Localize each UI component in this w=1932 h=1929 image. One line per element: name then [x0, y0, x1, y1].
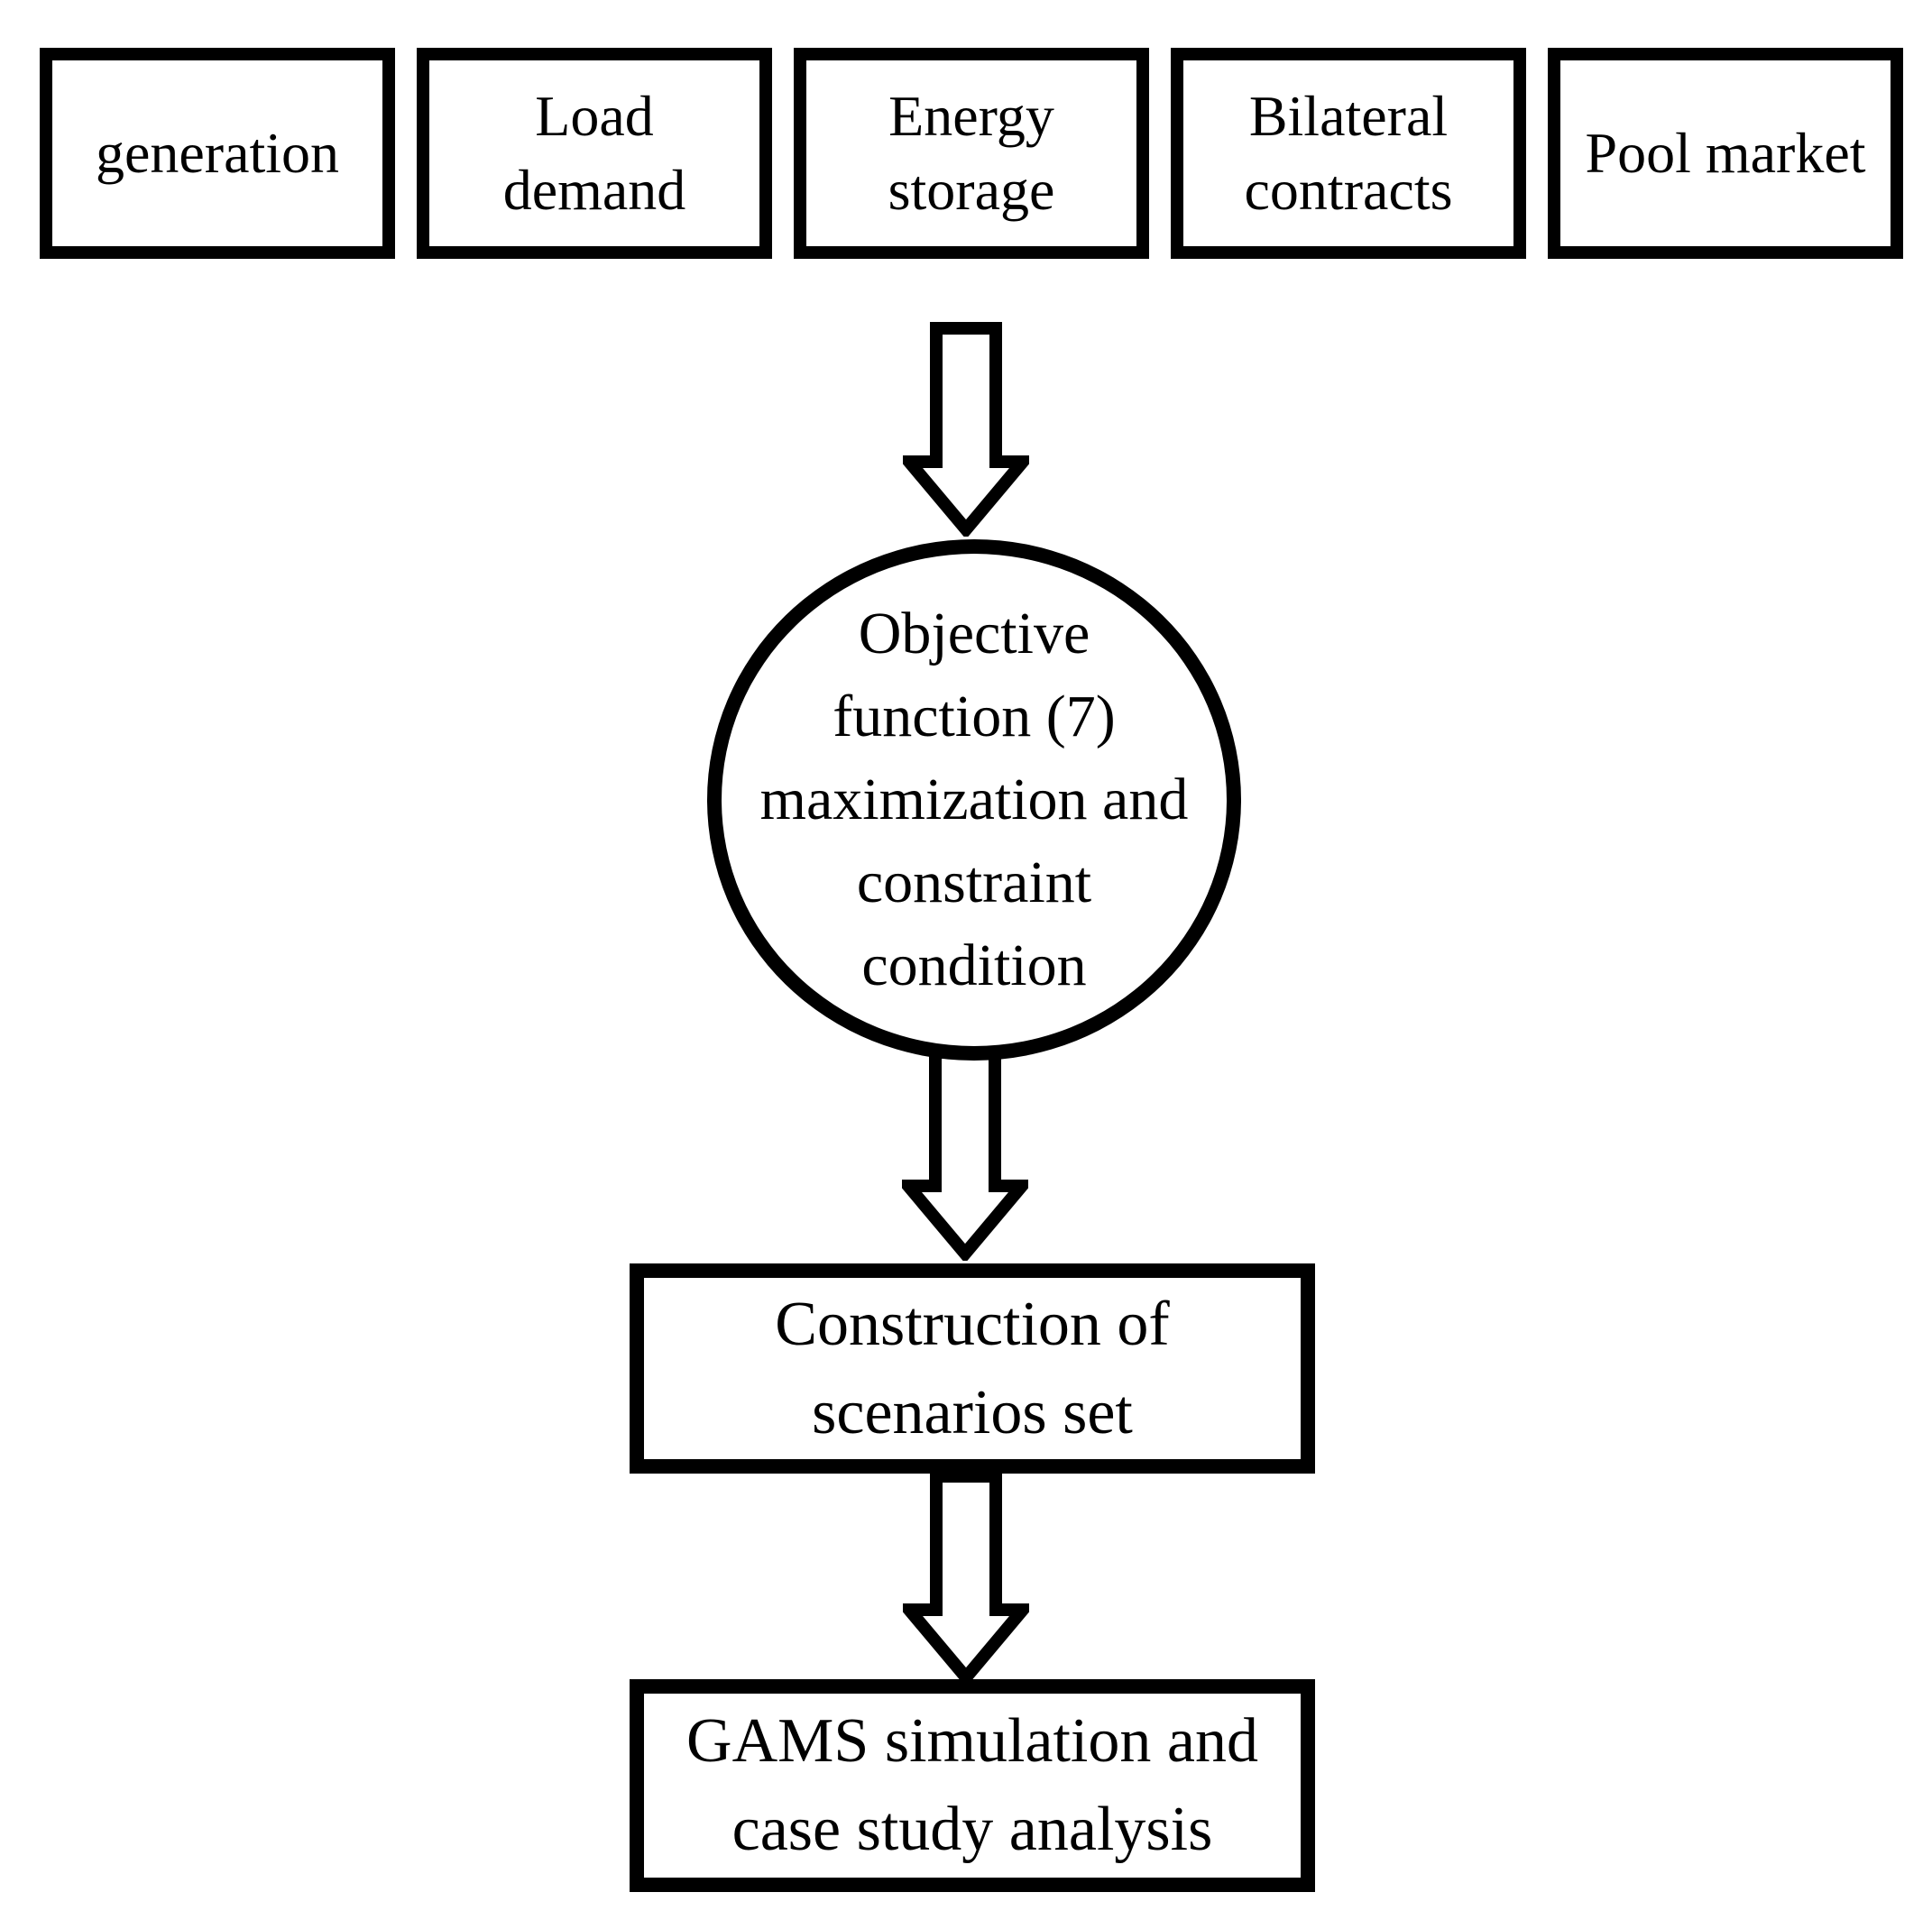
- node-objective-function-circle: Objective function (7) maximization and …: [707, 539, 1241, 1061]
- node-pool-market: Pool market: [1548, 48, 1903, 259]
- down-arrow-icon-construction-to-gams: [903, 1470, 1029, 1685]
- node-bilateral-contracts: Bilateral contracts: [1171, 48, 1526, 259]
- down-arrow-icon-objective-to-construction: [902, 1046, 1028, 1261]
- node-gams-simulation: GAMS simulation and case study analysis: [630, 1679, 1315, 1892]
- node-load-demand: Load demand: [417, 48, 772, 259]
- down-arrow-icon-inputs-to-objective: [903, 322, 1029, 537]
- node-energy-storage: Energy storage: [794, 48, 1149, 259]
- node-generation: generation: [40, 48, 395, 259]
- node-construction-of-scenarios: Construction of scenarios set: [630, 1263, 1315, 1474]
